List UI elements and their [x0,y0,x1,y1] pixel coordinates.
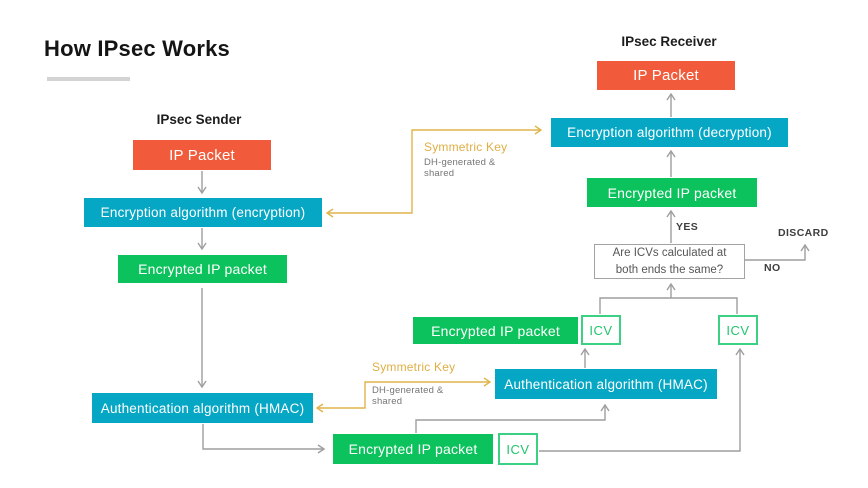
bracket-icv-join [599,297,738,314]
arrow-output-packet-to-receiver-hmac [415,403,610,433]
receiver-decryption-box: Encryption algorithm (decryption) [551,118,788,147]
decision-question-line2: both ends the same? [615,263,724,276]
discard-label: DISCARD [778,227,829,239]
sender-ip-packet-box: IP Packet [133,140,271,170]
computed-icv-box: ICV [581,315,621,345]
arrow-decision-no-discard [745,243,810,261]
title-underline [47,77,130,81]
sender-hmac-box: Authentication algorithm (HMAC) [92,393,313,423]
decision-box: Are ICVs calculated at both ends the sam… [594,244,745,279]
symmetric-key-bottom-desc1: DH-generated & [372,385,444,396]
output-encrypted-packet-box: Encrypted IP packet [333,434,493,464]
symmetric-key-top-connector [325,125,543,218]
receiver-ip-packet-box: IP Packet [597,61,735,90]
symmetric-key-bottom-desc2: shared [372,396,403,407]
sender-encryption-box: Encryption algorithm (encryption) [84,198,322,227]
decision-question-line1: Are ICVs calculated at [612,247,727,260]
arrow-output-icv-to-received-icv [539,347,745,452]
symmetric-key-top-title: Symmetric Key [424,140,508,154]
symmetric-key-top-desc2: shared [424,168,455,179]
symmetric-key-bottom-title: Symmetric Key [372,360,456,374]
receiver-heading: IPsec Receiver [621,34,717,49]
receiver-encrypted-packet-box: Encrypted IP packet [587,178,757,207]
no-label: NO [764,262,781,274]
output-icv-box: ICV [498,433,538,465]
yes-label: YES [676,221,699,233]
received-icv-box: ICV [718,315,758,345]
symmetric-key-top-desc1: DH-generated & [424,157,496,168]
symmetric-key-bottom-connector [315,377,492,413]
receiver-computed-packet-box: Encrypted IP packet [413,317,578,344]
arrow-sender-hmac-to-output [202,424,326,454]
receiver-hmac-box: Authentication algorithm (HMAC) [495,369,717,399]
sender-heading: IPsec Sender [156,112,242,127]
page-title: How IPsec Works [44,36,230,61]
sender-encrypted-packet-box: Encrypted IP packet [118,255,287,283]
